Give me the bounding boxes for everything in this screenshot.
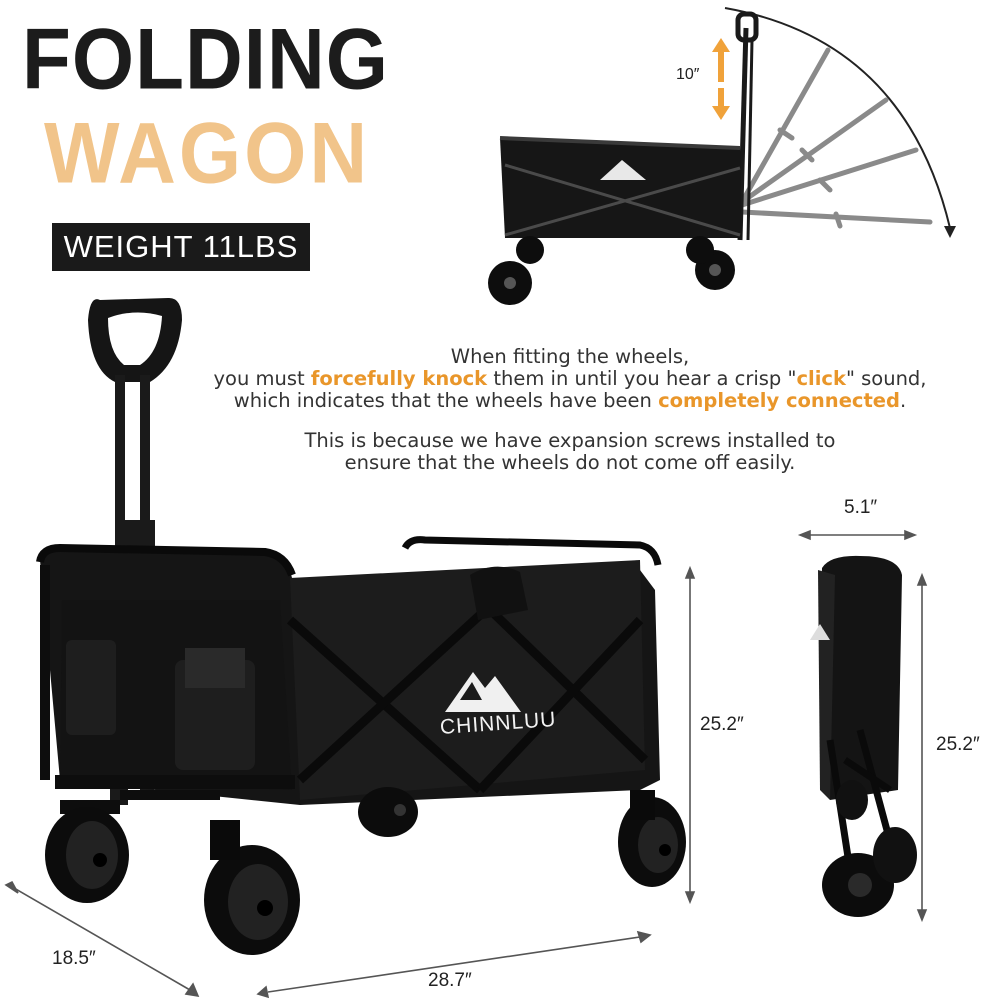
dim-handle-height: 10″ <box>676 66 700 83</box>
note-line-4: This is because we have expansion screws… <box>304 429 836 452</box>
dim-length: 28.7″ <box>428 970 472 991</box>
note-line-2: you must forcefully knock them in until … <box>213 367 927 390</box>
folded-wagon-image <box>810 555 917 917</box>
dimension-lines <box>4 529 928 999</box>
main-wagon-image <box>36 297 686 955</box>
front-right-wheel <box>204 820 300 955</box>
note-line-1: When fitting the wheels, <box>450 345 690 368</box>
note-line-5: ensure that the wheels do not come off e… <box>344 451 796 474</box>
wheel-fitting-note: When fitting the wheels, you must forcef… <box>190 346 950 412</box>
rear-left-wheel <box>358 787 418 837</box>
dim-width: 18.5″ <box>52 948 96 969</box>
small-wagon-image <box>488 7 956 305</box>
rear-right-wheel <box>618 790 686 887</box>
highlight-forcefully-knock: forcefully knock <box>310 367 488 390</box>
highlight-click: click <box>796 367 846 390</box>
dim-height: 25.2″ <box>700 714 744 735</box>
dim-folded-width: 5.1″ <box>844 497 878 518</box>
expansion-screw-note: This is because we have expansion screws… <box>190 430 950 474</box>
front-left-wheel <box>45 807 129 903</box>
headline-folding: FOLDING <box>22 10 389 107</box>
note-line-3: which indicates that the wheels have bee… <box>233 389 907 412</box>
dim-folded-height: 25.2″ <box>936 734 980 755</box>
headline-wagon: WAGON <box>44 104 371 201</box>
highlight-completely-connected: completely connected <box>658 389 900 412</box>
weight-badge: WEIGHT 11LBS <box>52 223 310 271</box>
